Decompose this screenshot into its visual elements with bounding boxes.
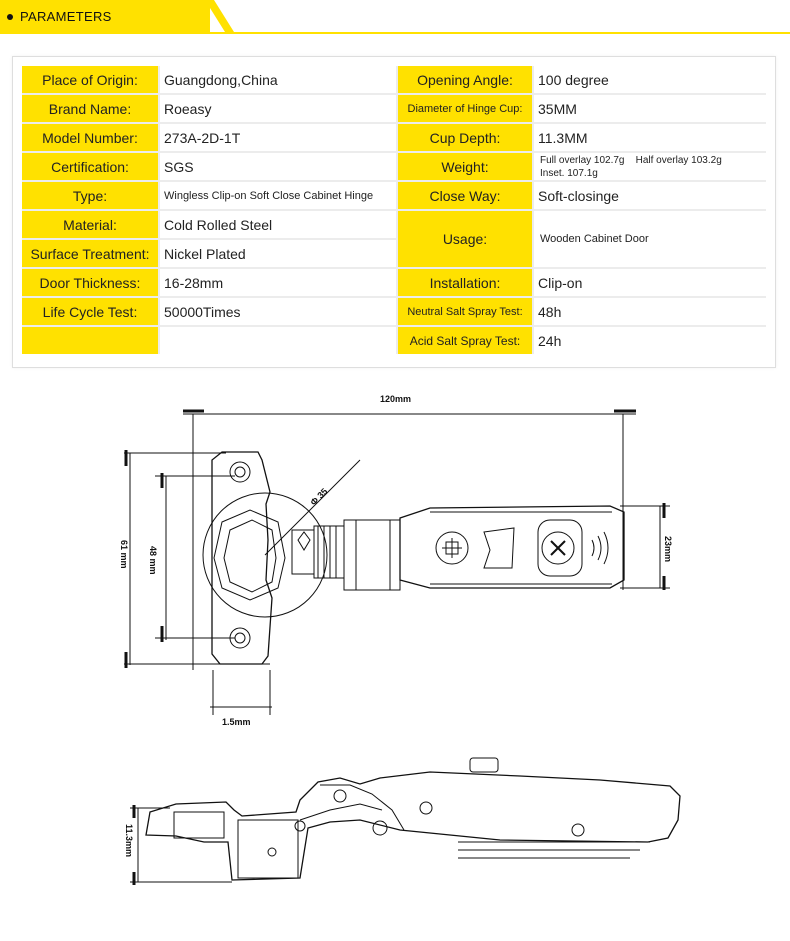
param-value-cup-depth: 11.3MM — [534, 124, 766, 151]
param-value-type: Wingless Clip-on Soft Close Cabinet Hing… — [160, 182, 396, 209]
dim-arm-height-label: 23mm — [663, 536, 673, 562]
param-value-acid-salt: 24h — [534, 327, 766, 354]
param-label-type: Type: — [22, 182, 158, 209]
param-value-material: Cold Rolled Steel — [160, 211, 396, 238]
dim-height-inner-label: 48 mm — [148, 546, 158, 575]
param-value-surface: Nickel Plated — [160, 240, 396, 267]
param-value-installation: Clip-on — [534, 269, 766, 296]
param-label-model: Model Number: — [22, 124, 158, 151]
dim-width-label: 120mm — [380, 394, 411, 404]
header-tail-shape — [205, 0, 234, 32]
dim-depth-label: 11.3mm — [124, 824, 134, 857]
dim-height-outer-label: 61 mm — [119, 540, 129, 569]
param-label-acid-salt: Acid Salt Spray Test: — [398, 327, 532, 354]
param-value-origin: Guangdong,China — [160, 66, 396, 93]
param-value-weight: Full overlay 102.7g Half overlay 103.2g … — [534, 153, 766, 180]
parameters-grid: Place of Origin: Guangdong,China Brand N… — [22, 66, 766, 354]
weight-line-2: Inset. 107.1g — [540, 167, 598, 179]
param-label-usage: Usage: — [398, 211, 532, 267]
header-bar — [0, 0, 210, 32]
param-label-empty — [22, 327, 158, 354]
dim-cup-diameter-label: Φ 35 — [308, 486, 329, 507]
param-label-close-way: Close Way: — [398, 182, 532, 209]
param-value-close-way: Soft-closinge — [534, 182, 766, 209]
param-label-surface: Surface Treatment: — [22, 240, 158, 267]
param-label-neutral-salt: Neutral Salt Spray Test: — [398, 298, 532, 325]
hinge-technical-drawing: 120mm Φ 35 61 mm 48 mm 23mm 1.5mm 11.3mm — [119, 394, 681, 885]
param-value-brand: Roeasy — [160, 95, 396, 122]
param-value-door-thickness: 16-28mm — [160, 269, 396, 296]
dim-offset-label: 1.5mm — [222, 717, 251, 727]
param-value-usage: Wooden Cabinet Door — [534, 211, 766, 267]
header-divider — [0, 32, 790, 34]
param-label-brand: Brand Name: — [22, 95, 158, 122]
param-value-certification: SGS — [160, 153, 396, 180]
param-label-life-cycle: Life Cycle Test: — [22, 298, 158, 325]
parameters-table: Place of Origin: Guangdong,China Brand N… — [12, 56, 776, 368]
param-label-installation: Installation: — [398, 269, 532, 296]
param-value-empty — [160, 327, 396, 354]
param-label-weight: Weight: — [398, 153, 532, 180]
section-header: PARAMETERS — [0, 0, 790, 36]
weight-line-1: Full overlay 102.7g Half overlay 103.2g — [540, 154, 722, 166]
param-value-model: 273A-2D-1T — [160, 124, 396, 151]
param-label-material: Material: — [22, 211, 158, 238]
param-label-origin: Place of Origin: — [22, 66, 158, 93]
param-label-cup-diameter: Diameter of Hinge Cup: — [398, 95, 532, 122]
param-value-cup-diameter: 35MM — [534, 95, 766, 122]
param-value-life-cycle: 50000Times — [160, 298, 396, 325]
param-label-door-thickness: Door Thickness: — [22, 269, 158, 296]
param-label-opening-angle: Opening Angle: — [398, 66, 532, 93]
param-value-neutral-salt: 48h — [534, 298, 766, 325]
param-value-opening-angle: 100 degree — [534, 66, 766, 93]
param-label-certification: Certification: — [22, 153, 158, 180]
section-title: PARAMETERS — [20, 9, 112, 24]
param-label-cup-depth: Cup Depth: — [398, 124, 532, 151]
bullet-icon — [7, 14, 13, 20]
